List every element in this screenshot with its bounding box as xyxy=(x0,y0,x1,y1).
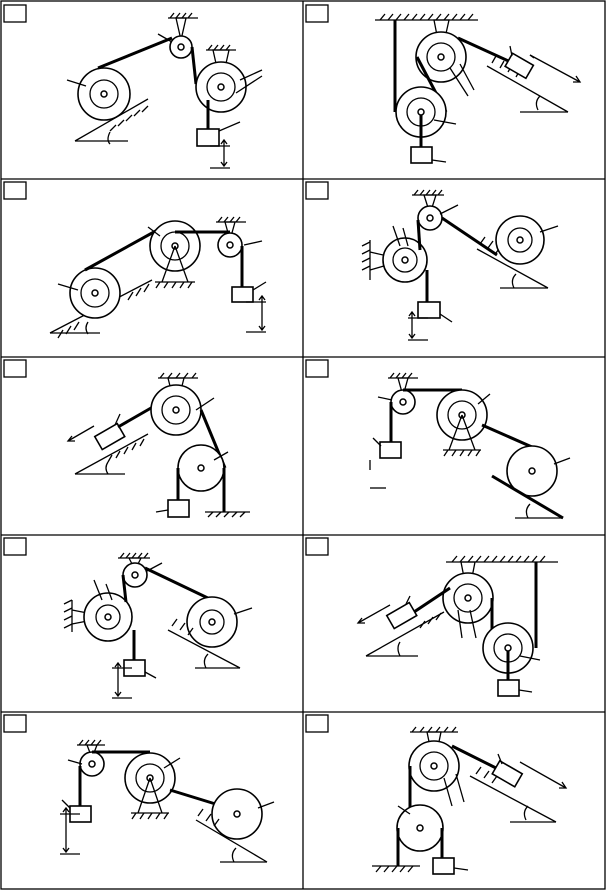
hatch-icon xyxy=(107,438,145,463)
panel-number-box-6 xyxy=(305,359,329,378)
weight-block-icon xyxy=(410,146,433,164)
weight-block-icon xyxy=(385,601,418,630)
panel-4 xyxy=(361,189,559,341)
panel-number-box-3 xyxy=(3,181,27,200)
weight-block-icon xyxy=(432,857,455,875)
panel-6 xyxy=(369,372,571,520)
stand-icon xyxy=(137,777,163,814)
panel-number-box-9 xyxy=(3,714,27,733)
panel-number-box-10 xyxy=(305,714,329,733)
panel-3 xyxy=(49,216,267,339)
incline-icon xyxy=(167,629,241,669)
panel-number-box-1 xyxy=(3,4,27,23)
incline-icon xyxy=(74,433,149,475)
hatch-icon xyxy=(63,599,73,629)
hatch-icon xyxy=(475,766,498,784)
incline-icon xyxy=(195,819,268,863)
incline-icon xyxy=(469,775,557,823)
weight-block-icon xyxy=(231,286,254,303)
incline-icon xyxy=(486,65,569,113)
weight-block-icon xyxy=(93,422,126,451)
panel-1 xyxy=(66,12,263,169)
hatch-icon xyxy=(57,283,150,339)
hatch-icon xyxy=(197,808,220,827)
panel-number-box-7 xyxy=(3,537,27,556)
panel-2 xyxy=(375,13,582,164)
panel-number-box-4 xyxy=(305,181,329,200)
weight-block-icon xyxy=(417,301,441,319)
incline-icon xyxy=(74,98,149,142)
weight-block-icon xyxy=(167,499,190,518)
weight-block-icon xyxy=(196,128,220,147)
incline-icon xyxy=(476,248,549,289)
hatch-icon xyxy=(361,241,371,271)
incline-icon xyxy=(491,474,564,520)
hatch-icon xyxy=(171,618,194,636)
panel-7 xyxy=(63,552,253,699)
stand-icon xyxy=(448,414,476,451)
stand-icon xyxy=(161,245,189,283)
weight-block-icon xyxy=(497,679,520,697)
weight-block-icon xyxy=(491,759,524,788)
hatch-icon xyxy=(491,55,521,78)
panel-number-box-5 xyxy=(3,359,27,378)
panel-10 xyxy=(372,726,568,875)
weight-block-icon xyxy=(379,441,402,459)
panel-number-boxes xyxy=(3,4,329,733)
panel-5 xyxy=(66,372,250,518)
panel-number-box-8 xyxy=(305,537,329,556)
panel-9 xyxy=(60,739,275,863)
panel-8 xyxy=(356,555,558,697)
panel-number-box-2 xyxy=(305,4,329,23)
hatch-icon xyxy=(419,612,442,629)
hatch-icon xyxy=(109,105,149,132)
weight-block-icon xyxy=(504,52,535,80)
